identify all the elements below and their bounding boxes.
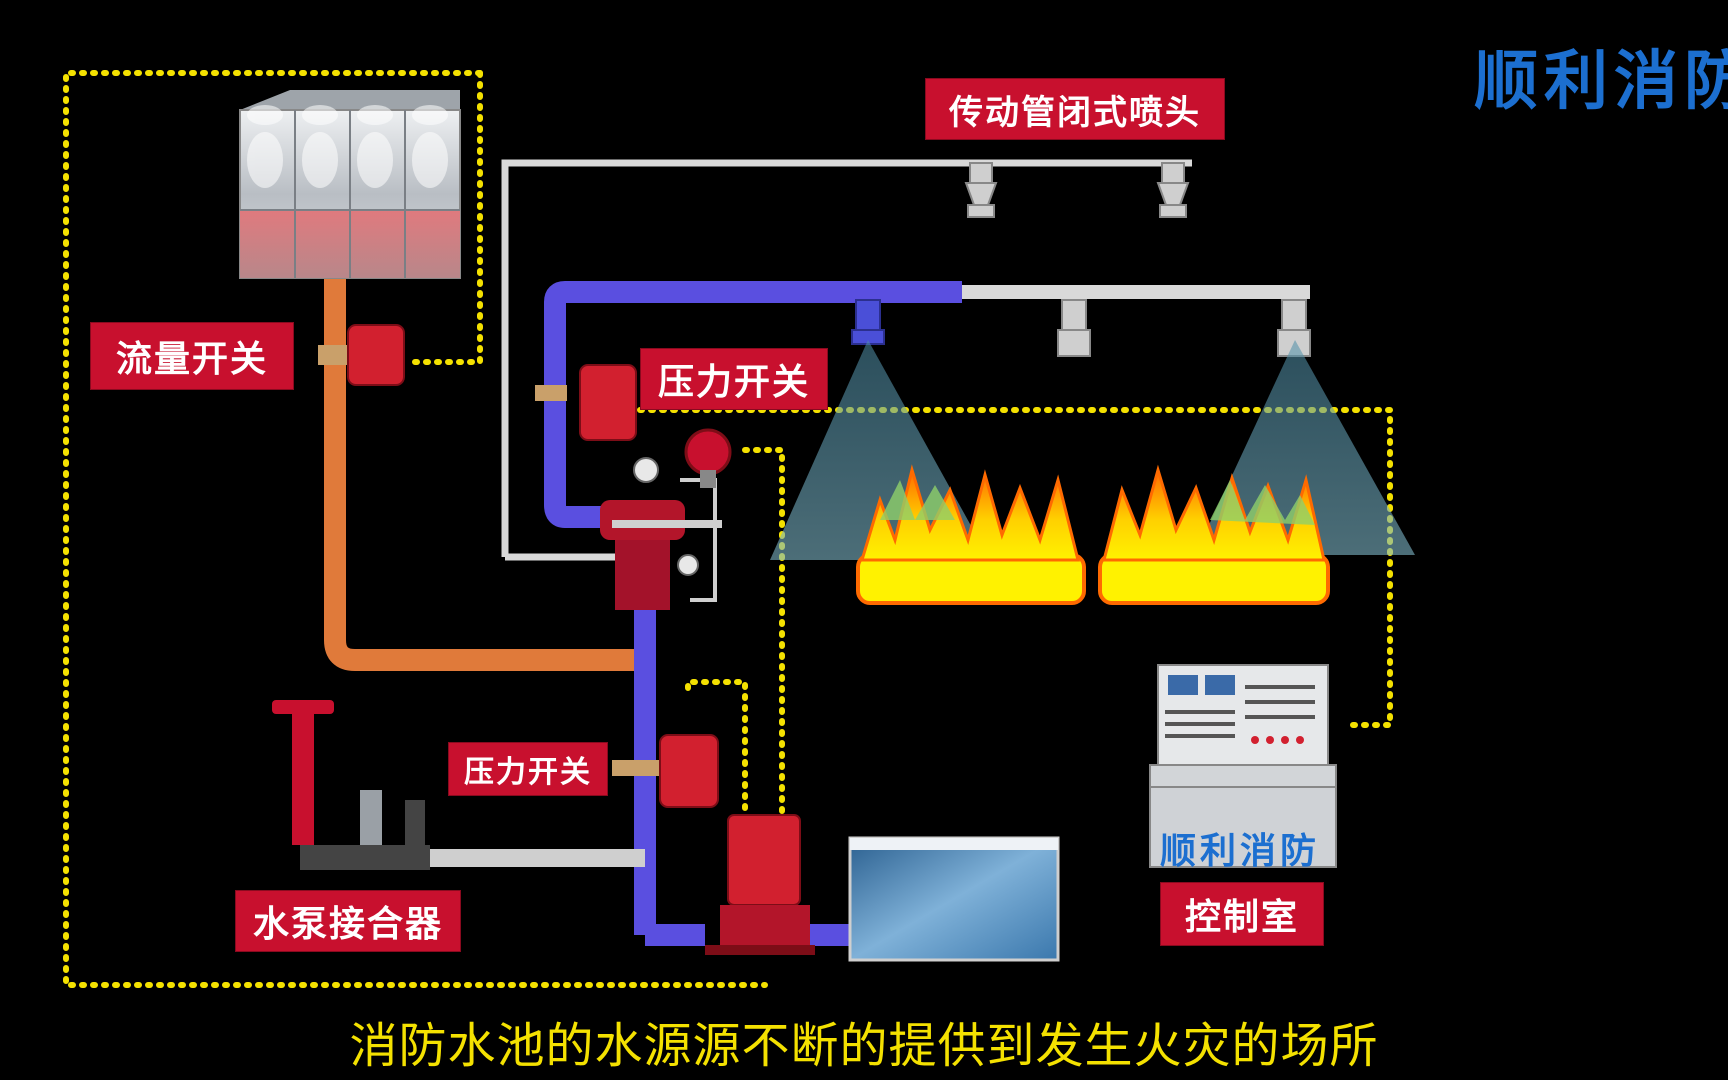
signal-line-alarm-bell xyxy=(742,447,785,823)
sprinkler-head-icon-3 xyxy=(851,299,885,345)
pressure-switch-bottom-label: 压力开关 xyxy=(448,742,608,796)
alarm-bell-icon xyxy=(684,428,732,488)
water-pool-icon xyxy=(848,836,1060,962)
signal-line-pressure-bottom xyxy=(685,679,748,823)
signal-line-flow-switch xyxy=(405,70,483,365)
flow-switch-icon xyxy=(318,324,405,386)
supply-pipe xyxy=(324,270,640,671)
signal-line-left-loop xyxy=(63,70,768,988)
alarm-valve-icon xyxy=(600,457,722,610)
signal-lines xyxy=(63,70,1393,988)
control-room-label: 控制室 xyxy=(1160,882,1324,946)
fire-icon xyxy=(856,464,1330,605)
sprinkler-head-icon-4 xyxy=(1057,299,1091,357)
pump-adapter-icon xyxy=(272,700,430,870)
brand-on-panel: 顺利消防 xyxy=(1160,831,1321,872)
water-tank-icon xyxy=(239,90,461,279)
signal-line-pressure-top xyxy=(637,407,1393,728)
brand-top-right: 顺利消防 xyxy=(1474,45,1728,119)
pressure-switch-icon-top xyxy=(535,364,637,441)
pump-adapter-label: 水泵接合器 xyxy=(235,890,461,952)
sprinkler-heads-label: 传动管闭式喷头 xyxy=(925,78,1225,140)
flow-switch-label: 流量开关 xyxy=(90,322,294,390)
control-panel-icon xyxy=(1149,664,1337,868)
fire-pump-icon xyxy=(705,814,815,955)
pressure-switch-top-label: 压力开关 xyxy=(640,348,828,410)
subtitle: 消防水池的水源源不断的提供到发生火灾的场所 xyxy=(349,1018,1379,1074)
sprinkler-head-icon-2 xyxy=(1156,162,1190,218)
water-spray-right xyxy=(1195,340,1415,555)
pressure-switch-icon-bottom xyxy=(612,734,719,808)
sprinkler-head-icon-1 xyxy=(964,162,998,218)
